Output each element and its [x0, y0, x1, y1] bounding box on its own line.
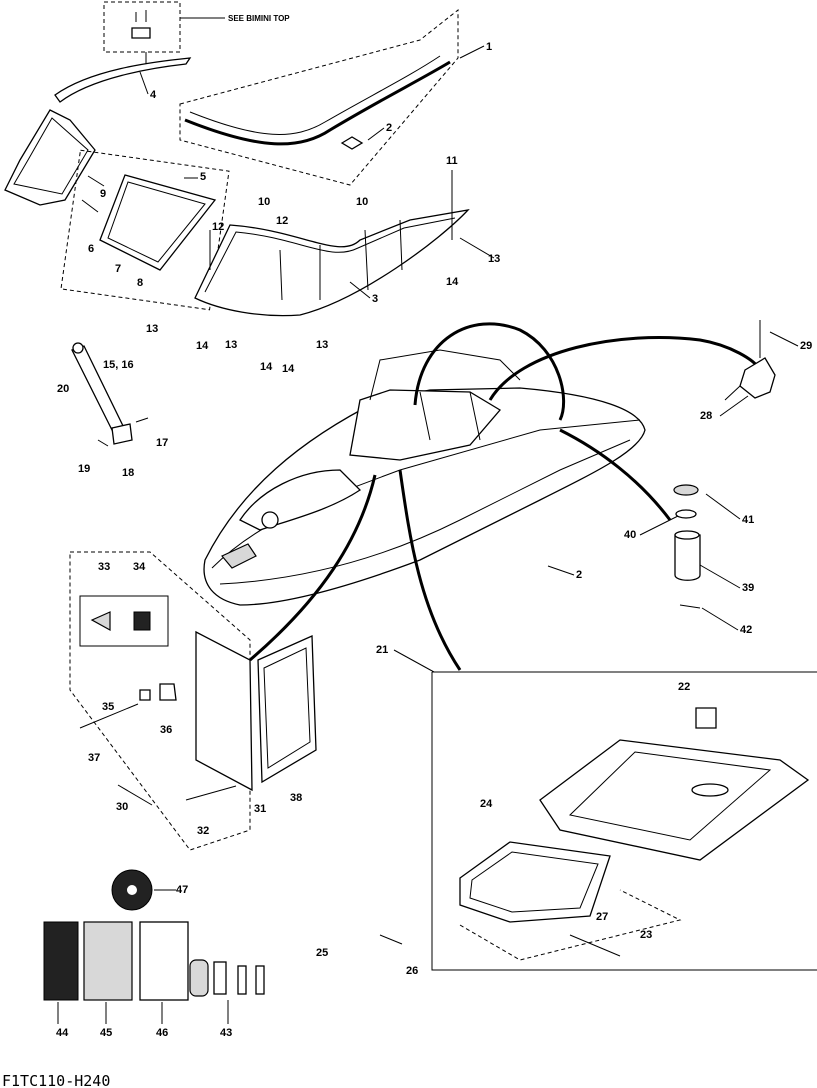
callout-40: 40	[624, 529, 636, 541]
callout-12a: 12	[212, 221, 224, 233]
callout-13c: 13	[316, 339, 328, 351]
callout-21: 21	[376, 644, 388, 656]
strut-group	[71, 342, 149, 447]
callout-11: 11	[446, 155, 458, 167]
cable-lines	[249, 322, 762, 671]
callout-1: 1	[486, 41, 492, 53]
windshield-frame-group	[4, 57, 230, 311]
bimini-reference-group: SEE BIMINI TOP	[103, 1, 290, 66]
callout-38: 38	[290, 792, 302, 804]
callout-20: 20	[57, 383, 69, 395]
callout-43: 43	[220, 1027, 232, 1039]
bimini-note: SEE BIMINI TOP	[228, 14, 290, 23]
callout-4: 4	[150, 89, 157, 101]
deck-panel-group	[179, 8, 459, 186]
bracket-group	[724, 320, 776, 401]
callout-26: 26	[406, 965, 418, 977]
callout-28: 28	[700, 410, 712, 422]
callout-36: 36	[160, 724, 172, 736]
callout-29: 29	[800, 340, 812, 352]
callout-23: 23	[640, 929, 652, 941]
callout-14d: 14	[446, 276, 459, 288]
callout-15-16: 15, 16	[103, 359, 134, 371]
callout-13d: 13	[488, 253, 500, 265]
callout-2a: 2	[386, 122, 392, 134]
hatch-group	[379, 671, 817, 971]
callout-8: 8	[137, 277, 143, 289]
callout-10b: 10	[356, 196, 368, 208]
manuals-group	[43, 869, 265, 1001]
callout-45: 45	[100, 1027, 112, 1039]
callout-24: 24	[480, 798, 493, 810]
callout-10a: 10	[258, 196, 270, 208]
callout-19: 19	[78, 463, 90, 475]
diagram-code: F1TC110-H240	[2, 1072, 110, 1088]
callout-12b: 12	[276, 215, 288, 227]
windshield-glass-group	[194, 209, 470, 317]
callout-27: 27	[596, 911, 608, 923]
callout-46: 46	[156, 1027, 168, 1039]
leader-lines	[57, 45, 799, 1024]
callout-3: 3	[372, 293, 378, 305]
callout-39: 39	[742, 582, 754, 594]
callout-42: 42	[740, 624, 752, 636]
callout-7: 7	[115, 263, 121, 275]
callout-14c: 14	[282, 363, 295, 375]
callout-labels: 1 2 2 3 4 5 6 7 8 9 10 10 11 12 12 13 13…	[56, 41, 812, 1039]
callout-18: 18	[122, 467, 134, 479]
callout-13b: 13	[225, 339, 237, 351]
callout-22: 22	[678, 681, 690, 693]
callout-32: 32	[197, 825, 209, 837]
door-panel-group	[69, 551, 317, 851]
callout-2b: 2	[576, 569, 582, 581]
callout-14a: 14	[196, 340, 209, 352]
callout-25: 25	[316, 947, 328, 959]
callout-9: 9	[100, 188, 106, 200]
callout-41: 41	[742, 514, 754, 526]
callout-34: 34	[133, 561, 146, 573]
callout-14b: 14	[260, 361, 273, 373]
callout-17: 17	[156, 437, 168, 449]
callout-33: 33	[98, 561, 110, 573]
callout-13a: 13	[146, 323, 158, 335]
callout-6: 6	[88, 243, 94, 255]
callout-5: 5	[200, 171, 206, 183]
callout-35: 35	[102, 701, 114, 713]
boat-hull	[203, 349, 646, 606]
callout-44: 44	[56, 1027, 69, 1039]
callout-31: 31	[254, 803, 266, 815]
callout-47: 47	[176, 884, 188, 896]
cupholder-group	[673, 484, 701, 609]
callout-37: 37	[88, 752, 100, 764]
callout-30: 30	[116, 801, 128, 813]
